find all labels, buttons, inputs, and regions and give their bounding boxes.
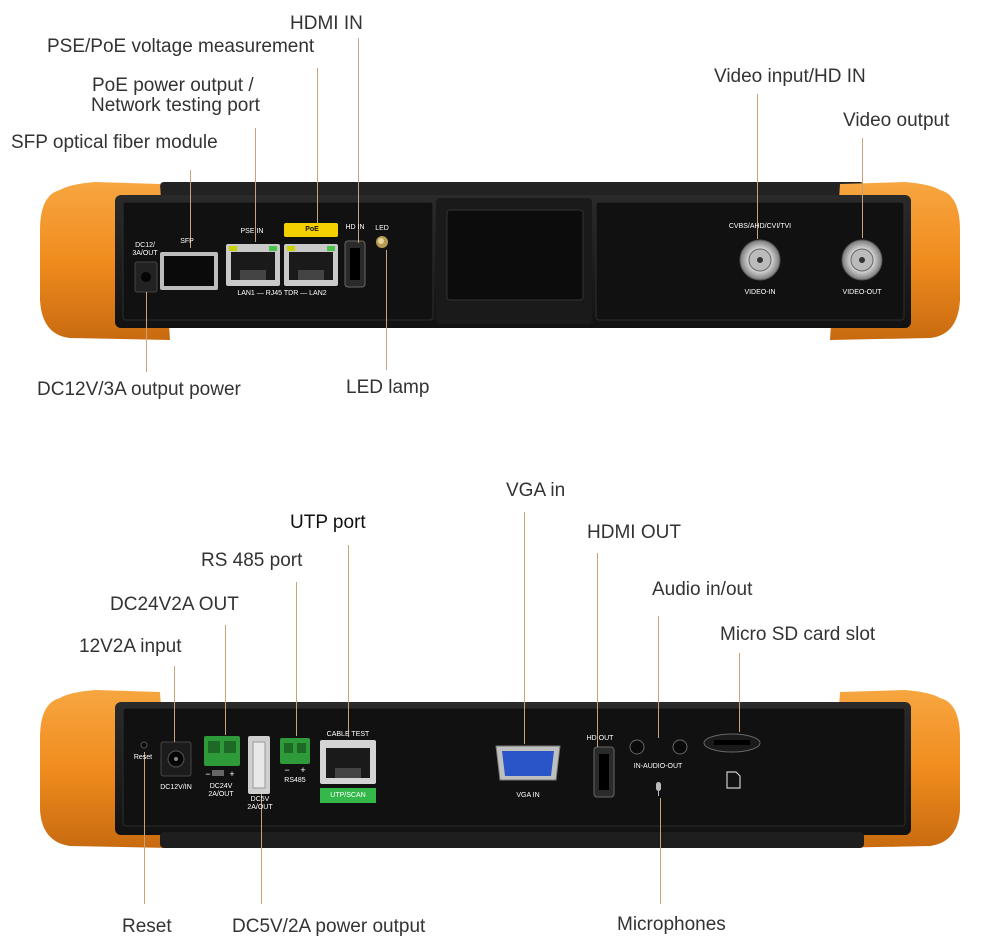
label-lan-caption: LAN1 — RJ45 TDR — LAN2 [237,290,327,297]
micro-sd-slot[interactable] [703,733,761,753]
callout-dc24: DC24V2A OUT [110,594,239,615]
audio-in-jack[interactable] [629,739,645,755]
video-out-bnc[interactable] [841,239,883,281]
leader-video-output [862,138,863,238]
leader-hdmi-out [597,553,598,747]
label-sfp: SFP [180,238,194,245]
callout-video-input: Video input/HD IN [714,66,866,87]
label-hd-in: HD IN [345,224,365,231]
label-dc24v-plus: + [229,769,235,779]
label-reset: Reset [133,754,153,761]
callout-utp-port: UTP port [290,512,366,533]
poe-badge [284,223,338,237]
hdmi-in-port[interactable] [344,240,366,288]
label-poe-badge: PoE [305,226,319,233]
label-vga-in: VGA IN [516,792,540,799]
label-dc5v: DC5V 2A/OUT [247,796,273,811]
sfp-port[interactable] [160,252,218,290]
label-dc12vin: DC12V/IN [160,784,192,791]
callout-microphones: Microphones [617,914,726,935]
pse-in-rj45-port[interactable] [226,244,280,286]
callout-micro-sd: Micro SD card slot [720,624,876,645]
callout-12v-input: 12V2A input [79,636,182,657]
callout-dc12-output: DC12V/3A output power [37,379,241,400]
dc5v-usb-port[interactable] [248,736,270,794]
leader-reset [144,752,145,904]
label-video-out: VIDEO-OUT [842,289,882,296]
video-in-bnc[interactable] [739,239,781,281]
dc12v-in-jack[interactable] [160,741,192,777]
label-dc12-out: DC12/ 3A/OUT [132,242,158,257]
leader-12v-input [174,666,175,742]
hdmi-out-port[interactable] [593,746,615,798]
callout-audio: Audio in/out [652,579,753,600]
callout-led-lamp: LED lamp [346,377,430,398]
leader-rs485 [296,582,297,736]
vga-in-port[interactable] [495,745,561,781]
label-hd-out: HD OUT [586,735,614,742]
callout-poe-output-line2: Network testing port [91,95,260,116]
label-dc24v-minus: − [205,769,211,779]
callout-rs485: RS 485 port [201,550,303,571]
utp-cable-test-port[interactable] [320,740,376,803]
leader-dc24 [225,625,226,735]
label-cvbs: CVBS/AHD/CVI/TVI [728,223,792,230]
label-rs485: RS485 [284,777,306,784]
label-pse-in: PSE IN [240,228,264,235]
label-rs485-plus: + [300,765,306,775]
leader-poe-output [255,128,256,242]
label-dc24v: DC24V 2A/OUT [208,783,234,798]
label-utp-scan: UTP/SCAN [330,792,366,799]
leader-pse-voltage [317,68,318,223]
label-in-audio-out: IN-AUDIO-OUT [633,763,683,770]
microphone-icon [656,782,661,796]
callout-pse-voltage: PSE/PoE voltage measurement [47,36,315,57]
leader-utp-port [348,545,349,737]
leader-vga-in [524,512,525,744]
leader-microphones [660,798,661,904]
poe-rj45-port[interactable] [284,244,338,286]
leader-led [386,250,387,370]
rs485-terminal[interactable] [280,738,310,764]
leader-sfp [190,170,191,248]
callout-vga-in: VGA in [506,480,566,501]
callout-dc5v: DC5V/2A power output [232,916,426,937]
dc12-output-jack[interactable] [134,261,158,293]
leader-video-input [757,94,758,239]
leader-dc5v [261,794,262,904]
callout-video-output: Video output [843,110,950,131]
callout-poe-output-line1: PoE power output / [92,75,254,96]
callout-hdmi-in: HDMI IN [290,13,363,34]
dc24v-terminal[interactable] [204,736,240,776]
label-led: LED [375,225,389,232]
audio-out-jack[interactable] [672,739,688,755]
label-rs485-minus: − [284,765,290,775]
sd-card-icon [726,771,741,789]
leader-micro-sd [739,653,740,732]
leader-dc12-output [146,292,147,372]
led-lamp [376,236,388,248]
label-cable-test: CABLE TEST [326,731,370,738]
leader-hdmi-in [358,38,359,243]
callout-reset: Reset [122,916,172,937]
label-video-in: VIDEO-IN [744,289,776,296]
reset-button[interactable] [140,741,148,749]
callout-hdmi-out: HDMI OUT [587,522,681,543]
leader-audio [658,616,659,738]
callout-sfp: SFP optical fiber module [11,132,218,153]
